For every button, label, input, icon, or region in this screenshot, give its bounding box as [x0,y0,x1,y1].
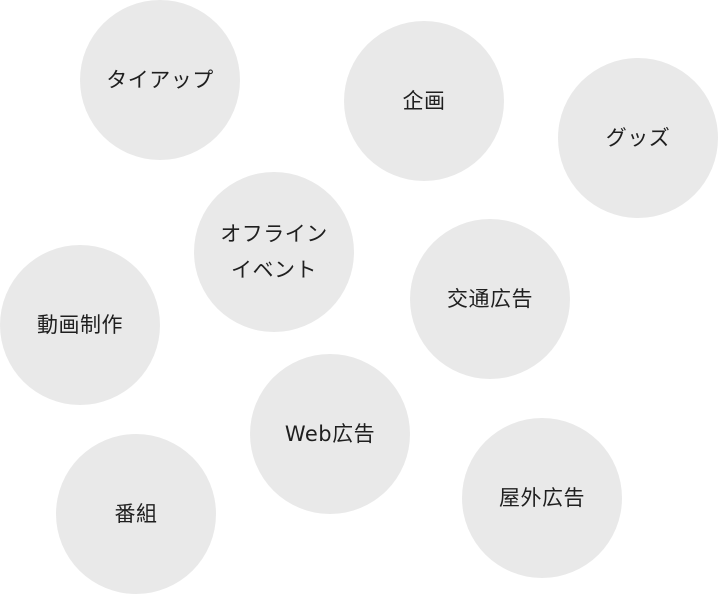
bubble-kikaku[interactable]: 企画 [344,21,504,181]
bubble-label: タイアップ [106,68,214,92]
bubble-bangumi[interactable]: 番組 [56,434,216,594]
bubble-label: オフライン イベント [220,222,328,282]
bubble-kotsu-kokoku[interactable]: 交通広告 [410,219,570,379]
bubble-web-kokoku[interactable]: Web広告 [250,354,410,514]
bubble-label: 屋外広告 [499,486,585,510]
bubble-label: 番組 [114,502,158,526]
bubble-goods[interactable]: グッズ [558,58,718,218]
bubble-tieup[interactable]: タイアップ [80,0,240,160]
bubble-label: 企画 [402,89,446,113]
bubble-label: 交通広告 [447,287,533,311]
bubble-label: Web広告 [284,422,376,446]
bubble-douga-seisaku[interactable]: 動画制作 [0,245,160,405]
bubble-offline-event[interactable]: オフライン イベント [194,172,354,332]
bubble-label: グッズ [605,126,671,150]
bubble-okugai-kokoku[interactable]: 屋外広告 [462,418,622,578]
bubble-label: 動画制作 [37,313,123,337]
